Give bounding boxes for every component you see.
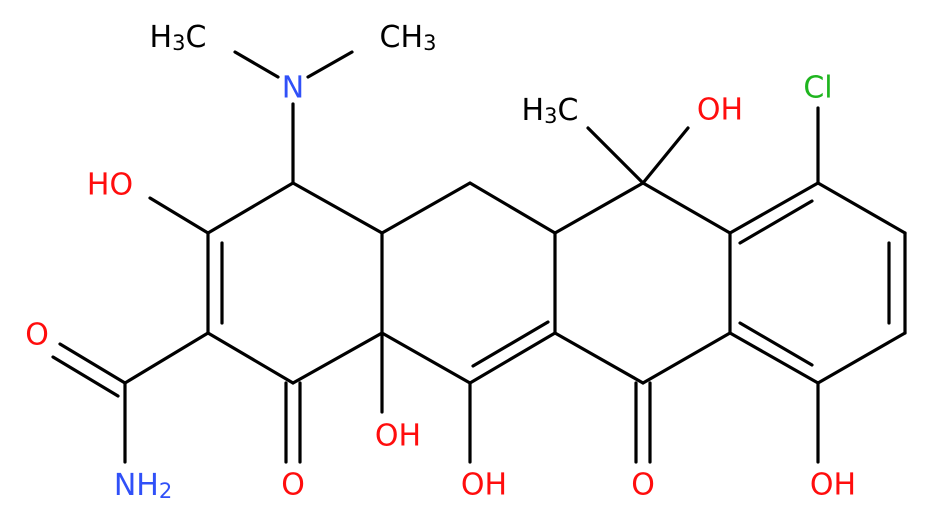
methyl-label-c6: H3C — [522, 93, 579, 129]
hydroxyl-label-c3: HO — [87, 168, 133, 203]
amine-label: NH2 — [114, 468, 172, 504]
bond-c12-c11a-b — [471, 320, 550, 368]
ketone-oxygen-label-c11: O — [631, 468, 655, 503]
bond-c6-methyl — [586, 126, 645, 185]
bond-c9-c10 — [816, 331, 907, 385]
bond-c3-oh — [148, 196, 210, 235]
hydroxyl-label-c6: OH — [697, 93, 743, 128]
bond-n-methyl-left — [233, 50, 280, 79]
hydroxyl-label-c12a: OH — [375, 419, 421, 454]
chlorine-label: Cl — [803, 71, 832, 106]
bond-c2-c1 — [206, 331, 295, 385]
bond-c4a-c5 — [380, 181, 472, 235]
bond-c6a-c7-a — [728, 181, 820, 235]
bond-c5-c5a — [468, 181, 557, 235]
hydroxyl-label-c12: OH — [461, 468, 507, 503]
amide-oxygen-label: O — [25, 318, 49, 353]
bond-c4-c3 — [206, 181, 295, 235]
bond-c11-c10a — [641, 331, 732, 385]
bond-c7-c8 — [816, 181, 907, 235]
bond-amide-c-o-b — [51, 355, 120, 398]
methyl-label-left: H3C — [150, 20, 207, 56]
bond-c12-c11a-a — [468, 331, 557, 385]
bond-c5a-c6 — [553, 181, 645, 235]
bond-amide-c-o-a — [58, 342, 127, 385]
bond-c6-oh — [641, 126, 690, 185]
ketone-oxygen-label-c1: O — [281, 468, 305, 503]
bond-n-methyl-right — [306, 50, 354, 79]
bond-c10-c10a-a — [728, 331, 820, 385]
bond-c11a-c11 — [553, 331, 645, 385]
methyl-label-right: CH3 — [380, 20, 437, 56]
bond-c12a-c12 — [380, 331, 472, 385]
bond-c1-c12a — [291, 331, 384, 385]
bond-layer — [51, 50, 907, 464]
nitrogen-label: N — [282, 71, 304, 106]
hydroxyl-label-c10: OH — [810, 468, 856, 503]
bond-c2-amide-c — [123, 331, 210, 385]
bond-c10-c10a-b — [738, 321, 814, 367]
bond-c6a-c7-b — [738, 199, 814, 245]
bond-c6-c6a — [641, 181, 732, 235]
bond-c4-c4a — [291, 181, 384, 235]
